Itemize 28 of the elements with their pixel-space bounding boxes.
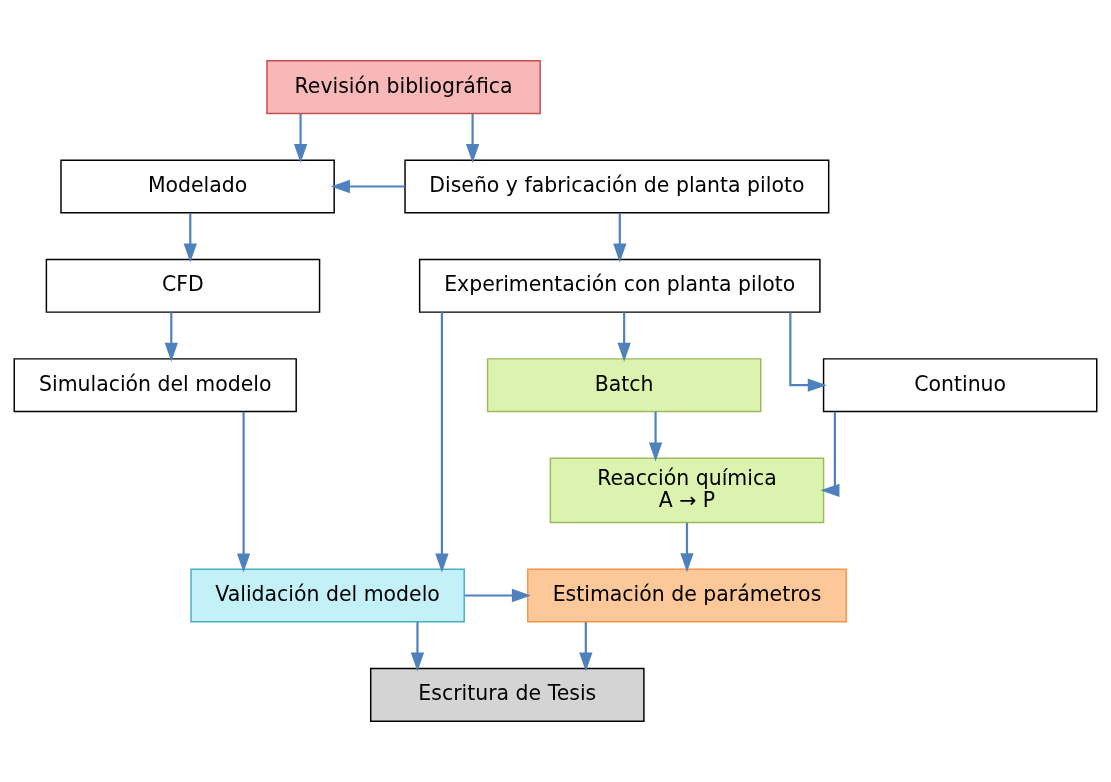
arrow bbox=[164, 312, 178, 362]
arrow bbox=[613, 213, 627, 263]
arrow bbox=[579, 622, 593, 672]
arrow bbox=[617, 312, 631, 362]
arrow bbox=[330, 179, 405, 194]
node-box: Validación del modelo bbox=[190, 568, 465, 623]
arrow bbox=[410, 622, 425, 672]
arrow bbox=[464, 588, 531, 603]
arrow bbox=[820, 411, 840, 497]
node-box: Revisión bibliográfica bbox=[266, 60, 541, 115]
node-box: Reacción química A → P bbox=[549, 457, 825, 524]
arrow bbox=[648, 411, 663, 462]
node-box: Batch bbox=[486, 358, 762, 413]
node-box: Estimación de parámetros bbox=[527, 568, 847, 623]
node-box: Continuo bbox=[822, 358, 1098, 413]
node-box: Escritura de Tesis bbox=[369, 667, 645, 722]
arrow bbox=[236, 411, 251, 573]
arrow bbox=[789, 312, 827, 392]
arrow bbox=[465, 113, 480, 164]
node-box: Modelado bbox=[60, 159, 335, 214]
node-box: Experimentación con planta piloto bbox=[418, 258, 821, 313]
arrow bbox=[293, 113, 308, 164]
arrow bbox=[183, 213, 197, 263]
arrow bbox=[680, 523, 694, 573]
node-box: Diseño y fabricación de planta piloto bbox=[404, 159, 830, 214]
node-box: CFD bbox=[45, 258, 321, 313]
node-box: Simulación del modelo bbox=[13, 358, 297, 413]
arrow bbox=[435, 312, 449, 573]
